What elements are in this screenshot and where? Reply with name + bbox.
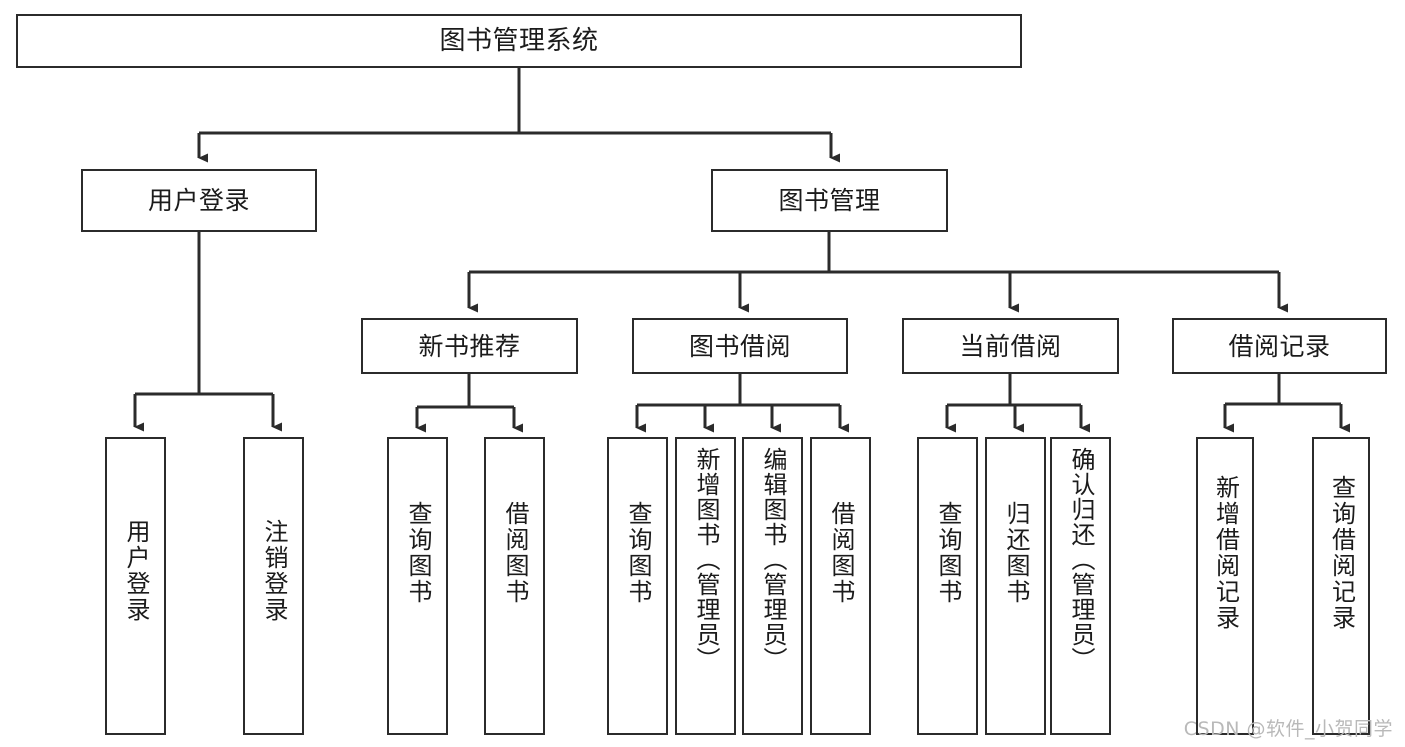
node-leaf-logout[interactable]: 注销登录 xyxy=(243,437,304,735)
node-leaf-add-book-label: 新增图书（管理员） xyxy=(691,447,720,672)
node-leaf-return-book[interactable]: 归还图书 xyxy=(985,437,1046,735)
node-leaf-query-book-new[interactable]: 查询图书 xyxy=(387,437,448,735)
node-leaf-query-book-current[interactable]: 查询图书 xyxy=(917,437,978,735)
node-book-management[interactable]: 图书管理 xyxy=(711,169,948,232)
node-current-borrow-label: 当前借阅 xyxy=(959,331,1062,361)
node-leaf-return-book-label: 归还图书 xyxy=(1001,501,1030,605)
node-leaf-borrow-book-label: 借阅图书 xyxy=(826,501,855,605)
csdn-watermark: CSDN @软件_小贺同学 xyxy=(1183,718,1393,740)
node-book-borrow-label: 图书借阅 xyxy=(688,331,791,361)
node-leaf-borrow-book[interactable]: 借阅图书 xyxy=(810,437,871,735)
node-leaf-borrow-book-new[interactable]: 借阅图书 xyxy=(484,437,545,735)
node-leaf-edit-book-label: 编辑图书（管理员） xyxy=(758,447,787,672)
node-borrow-record-label: 借阅记录 xyxy=(1228,331,1331,361)
node-leaf-user-login[interactable]: 用户登录 xyxy=(105,437,166,735)
node-user-login-label: 用户登录 xyxy=(147,186,250,215)
node-leaf-add-book[interactable]: 新增图书（管理员） xyxy=(675,437,736,735)
node-leaf-query-book-new-label: 查询图书 xyxy=(403,501,432,605)
node-new-book-recommend[interactable]: 新书推荐 xyxy=(361,318,578,374)
node-leaf-confirm-return-label: 确认归还（管理员） xyxy=(1066,447,1095,672)
node-book-management-label: 图书管理 xyxy=(778,186,881,215)
node-borrow-record[interactable]: 借阅记录 xyxy=(1172,318,1387,374)
node-current-borrow[interactable]: 当前借阅 xyxy=(902,318,1119,374)
node-leaf-edit-book[interactable]: 编辑图书（管理员） xyxy=(742,437,803,735)
node-leaf-logout-label: 注销登录 xyxy=(259,519,288,623)
node-root-label: 图书管理系统 xyxy=(439,26,599,56)
node-leaf-confirm-return[interactable]: 确认归还（管理员） xyxy=(1050,437,1111,735)
node-leaf-query-record[interactable]: 查询借阅记录 xyxy=(1312,437,1370,735)
node-leaf-add-record-label: 新增借阅记录 xyxy=(1211,475,1240,631)
node-leaf-add-record[interactable]: 新增借阅记录 xyxy=(1196,437,1254,735)
node-new-book-recommend-label: 新书推荐 xyxy=(418,331,521,361)
node-leaf-borrow-book-new-label: 借阅图书 xyxy=(500,501,529,605)
node-book-borrow[interactable]: 图书借阅 xyxy=(632,318,848,374)
node-leaf-query-book-borrow-label: 查询图书 xyxy=(623,501,652,605)
node-leaf-user-login-label: 用户登录 xyxy=(121,519,150,623)
node-leaf-query-book-borrow[interactable]: 查询图书 xyxy=(607,437,668,735)
node-leaf-query-record-label: 查询借阅记录 xyxy=(1327,475,1356,631)
node-user-login[interactable]: 用户登录 xyxy=(81,169,317,232)
node-leaf-query-book-current-label: 查询图书 xyxy=(933,501,962,605)
node-root[interactable]: 图书管理系统 xyxy=(16,14,1022,68)
